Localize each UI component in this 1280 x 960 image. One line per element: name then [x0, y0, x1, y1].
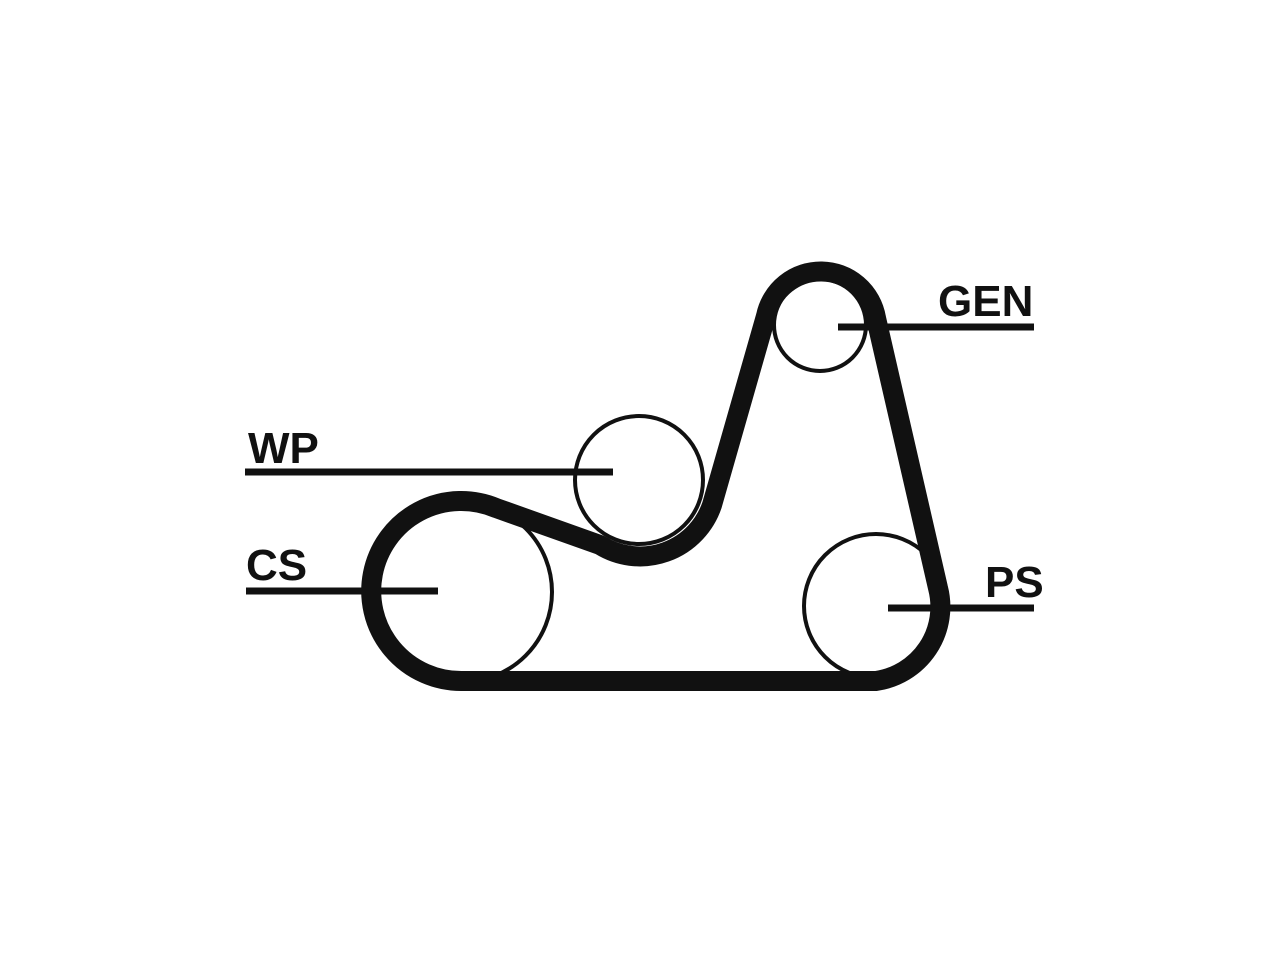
label-wp: WP — [248, 424, 319, 473]
label-cs: CS — [246, 541, 307, 590]
label-gen: GEN — [938, 277, 1033, 326]
drive-belt — [361, 261, 951, 692]
pulley-wp — [573, 414, 705, 546]
label-ps: PS — [985, 558, 1044, 607]
